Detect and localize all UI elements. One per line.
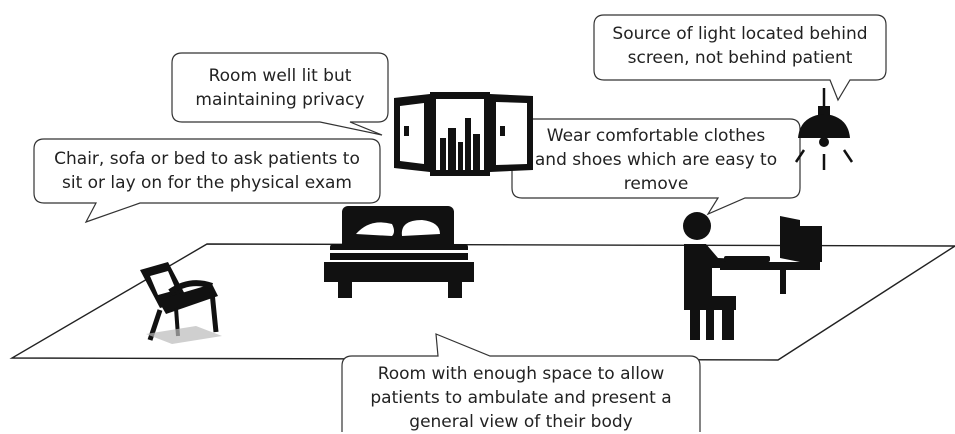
- armchair-icon: [140, 262, 222, 344]
- bed-icon: [324, 206, 474, 298]
- callout-space-text: Room with enough space to allow patients…: [370, 364, 672, 432]
- person-at-computer-icon: [683, 212, 822, 340]
- callout-light-source-text: Source of light located behind screen, n…: [612, 24, 868, 68]
- callout-furniture-text: Chair, sofa or bed to ask patients to si…: [54, 149, 360, 193]
- callout-space-bubble: [341, 333, 701, 432]
- callout-light-source-bubble: [593, 14, 887, 102]
- ceiling-lamp-icon: [794, 88, 854, 170]
- window-icon: [394, 92, 533, 176]
- callout-clothes-text: Wear comfortable clothes and shoes which…: [534, 126, 778, 194]
- callout-furniture-bubble: [33, 138, 381, 224]
- callout-room-lit-text: Room well lit but maintaining privacy: [195, 66, 365, 110]
- callout-room-lit-bubble: [171, 52, 389, 136]
